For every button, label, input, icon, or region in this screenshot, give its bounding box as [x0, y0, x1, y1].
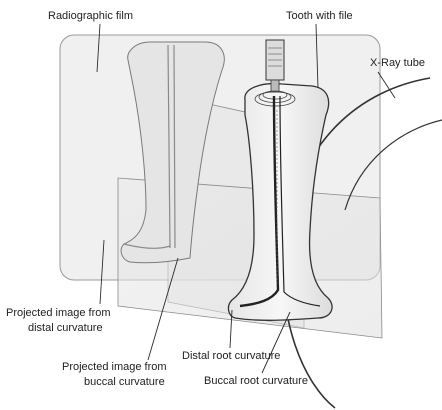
label-buccal-root-curvature: Buccal root curvature	[204, 375, 308, 387]
leader-projected-buccal	[147, 257, 179, 361]
label-projected-distal-line2: distal curvature	[28, 322, 103, 334]
projected-tooth-image	[120, 41, 225, 264]
label-projected-buccal-line1: Projected image from	[62, 361, 167, 373]
label-distal-root-curvature: Distal root curvature	[182, 350, 280, 362]
label-projected-buccal-line2: buccal curvature	[84, 376, 165, 388]
label-projected-distal-line1: Projected image from	[6, 307, 111, 319]
label-radiographic-film: Radiographic film	[48, 10, 133, 22]
leader-distal-root	[229, 309, 233, 349]
leader-buccal-root	[261, 311, 291, 374]
leader-projected-distal	[99, 239, 105, 305]
leader-radiographic-film	[96, 23, 101, 73]
xray-tube-edge	[344, 119, 442, 211]
leader-xray-tube	[377, 71, 396, 99]
label-xray-tube: X-Ray tube	[370, 57, 425, 69]
leader-tooth-with-file	[315, 23, 319, 89]
label-tooth-with-file: Tooth with file	[286, 10, 353, 22]
tooth-with-file	[227, 39, 333, 321]
